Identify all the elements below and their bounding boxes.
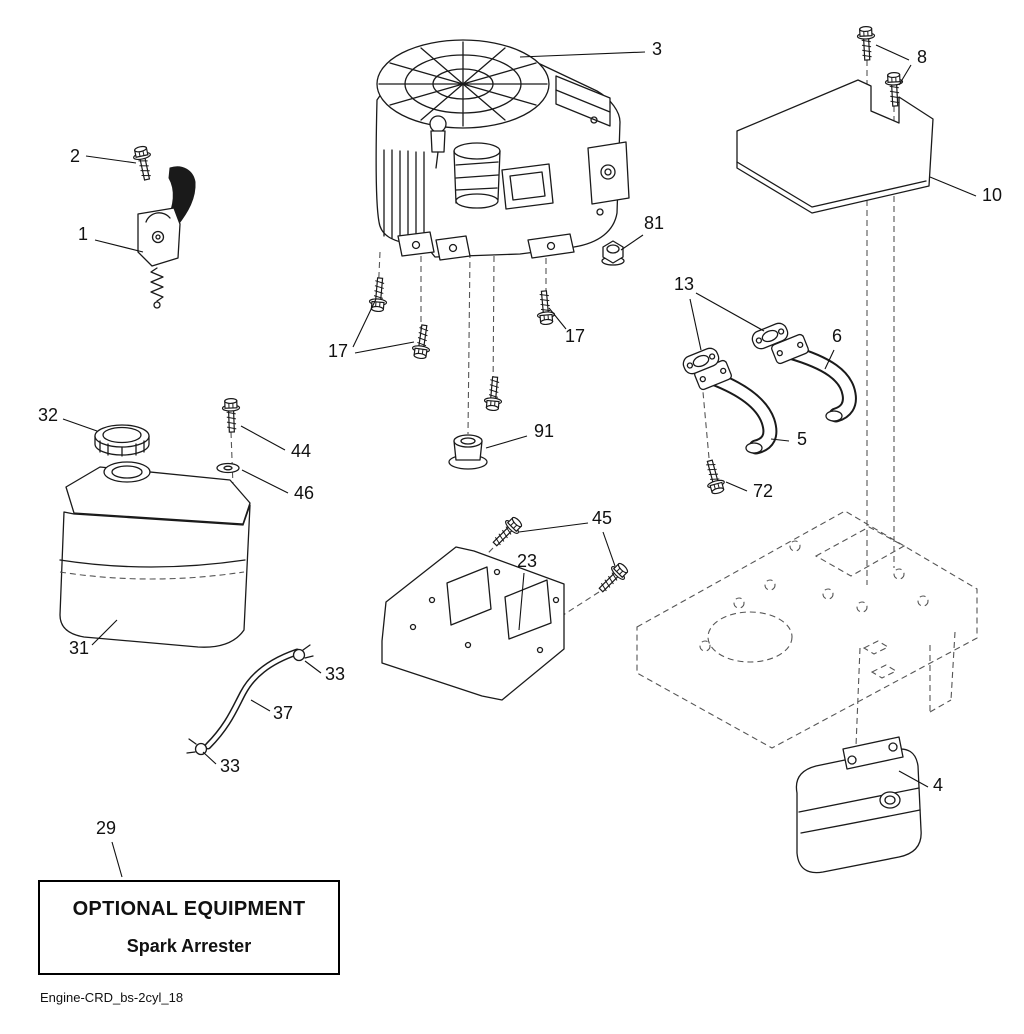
- callout-line-8: [875, 44, 910, 61]
- part-number-10: 10: [982, 185, 1002, 205]
- callout-line-23: [518, 572, 525, 631]
- optional-equipment-subtitle: Spark Arrester: [126, 936, 252, 956]
- fuel-cap-32: [94, 424, 150, 457]
- bracket-plate-illustration: [381, 513, 632, 701]
- part-number-91: 91: [534, 421, 554, 441]
- part-number-4: 4: [933, 775, 943, 795]
- callout-line-6: [824, 349, 835, 370]
- part-number-33: 33: [220, 756, 240, 776]
- part-number-8: 8: [917, 47, 927, 67]
- engine-illustration: [375, 39, 630, 261]
- chassis-frame-outline: [636, 510, 978, 749]
- part-number-13: 13: [674, 274, 694, 294]
- callout-line-33: [202, 751, 217, 765]
- part-number-72: 72: [753, 481, 773, 501]
- muffler-illustration: [795, 736, 922, 874]
- callout-line-37: [250, 699, 271, 712]
- part-number-3: 3: [652, 39, 662, 59]
- part-number-2: 2: [70, 146, 80, 166]
- pipe5-flange: [694, 359, 732, 391]
- part-number-37: 37: [273, 703, 293, 723]
- callout-line-13: [695, 292, 765, 332]
- throttle-control-illustration: [131, 144, 196, 309]
- part-number-32: 32: [38, 405, 58, 425]
- callout-line-13: [689, 298, 702, 351]
- callout-line-4: [898, 770, 929, 788]
- screw-part-8a: [856, 25, 877, 62]
- part-number-44: 44: [291, 441, 311, 461]
- fuel-tank-illustration: [59, 397, 251, 648]
- washer-46: [216, 462, 240, 474]
- fan-spokes: [378, 41, 548, 127]
- bolt-part-72: [700, 458, 728, 496]
- part-number-31: 31: [69, 638, 89, 658]
- gasket-13a: [682, 347, 720, 375]
- optional-equipment-box: OPTIONAL EQUIPMENT Spark Arrester: [38, 880, 340, 975]
- clamp-33a: [292, 648, 306, 662]
- callout-line-31: [91, 619, 118, 646]
- part-number-81: 81: [644, 213, 664, 233]
- callout-line-29: [111, 841, 123, 878]
- diagram-footer-label: Engine-CRD_bs-2cyl_18: [40, 990, 184, 1005]
- clamp-33b: [194, 742, 208, 756]
- part-number-17: 17: [565, 326, 585, 346]
- callout-line-5: [770, 438, 790, 442]
- callout-line-32: [62, 418, 98, 432]
- throttle-spring: [150, 267, 164, 302]
- part-number-23: 23: [517, 551, 537, 571]
- callout-line-45: [602, 531, 616, 567]
- spacer-91: [448, 434, 488, 470]
- callout-line-46: [241, 469, 289, 494]
- callout-line-81: [620, 234, 644, 251]
- optional-equipment-title: OPTIONAL EQUIPMENT: [72, 898, 306, 920]
- callout-line-8: [898, 64, 912, 86]
- part-number-17: 17: [328, 341, 348, 361]
- engine-fasteners: [368, 240, 625, 470]
- callout-line-17: [354, 341, 415, 354]
- part-number-45: 45: [592, 508, 612, 528]
- nut-81: [601, 240, 625, 266]
- part-number-33: 33: [325, 664, 345, 684]
- exhaust-illustration: [682, 322, 857, 496]
- part-number-5: 5: [797, 429, 807, 449]
- callout-line-44: [240, 425, 286, 451]
- callout-line-45: [518, 522, 589, 533]
- callout-line-17: [548, 307, 567, 330]
- gasket-13b: [751, 322, 789, 350]
- bolt-part-45b: [594, 559, 632, 597]
- callout-line-33: [304, 660, 322, 674]
- part-number-46: 46: [294, 483, 314, 503]
- part-number-29: 29: [96, 818, 116, 838]
- callout-line-3: [519, 51, 646, 58]
- part-number-1: 1: [78, 224, 88, 244]
- callout-line-72: [725, 481, 748, 492]
- pipe6-flange: [771, 333, 809, 365]
- screw-part-44: [221, 397, 241, 433]
- callout-line-91: [485, 435, 528, 449]
- callout-line-10: [929, 176, 977, 197]
- fuel-line-illustration: [186, 644, 314, 756]
- callout-line-2: [85, 155, 137, 164]
- callout-line-1: [94, 239, 144, 253]
- callout-line-17: [352, 298, 377, 348]
- part-number-6: 6: [832, 326, 842, 346]
- heat-shield-illustration: [736, 25, 934, 214]
